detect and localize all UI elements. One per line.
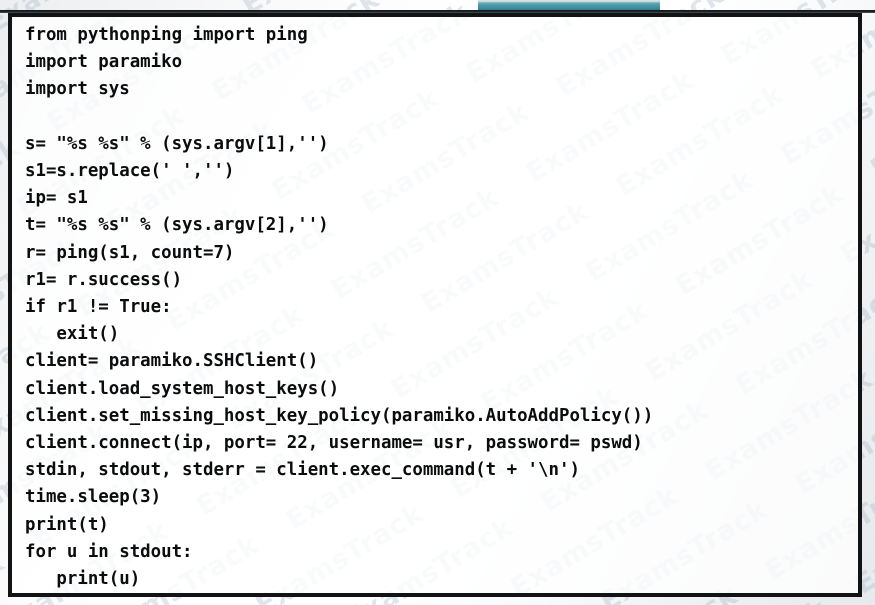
python-code-listing: from pythonping import ping import parami…: [25, 22, 654, 597]
code-line: for u in stdout:: [25, 541, 193, 562]
code-line: import paramiko: [25, 52, 183, 73]
code-line: client.set_missing_host_key_policy(param…: [25, 405, 654, 426]
code-line: print(t): [25, 514, 109, 535]
window-title-bar[interactable]: [478, 0, 660, 10]
code-line: from pythonping import ping: [25, 25, 308, 45]
code-line: r1= r.success(): [25, 269, 183, 290]
code-line: [25, 104, 653, 131]
code-line: print(u): [25, 569, 141, 590]
watermark-text: ExamsTrack: [865, 61, 875, 186]
window-chrome-strip: [0, 0, 875, 13]
code-line: client.load_system_host_keys(): [25, 378, 340, 399]
code-line: r= ping(s1, count=7): [25, 242, 235, 263]
code-line: s1=s.replace(' ',''): [25, 161, 235, 182]
code-line: exit(): [25, 324, 120, 345]
window-chrome-baseline: [0, 10, 875, 13]
code-line: time.sleep(3): [25, 487, 162, 508]
code-line: import sys: [25, 79, 130, 100]
code-line: if r1 != True:: [25, 297, 172, 318]
code-line: s= "%s %s" % (sys.argv[1],''): [25, 133, 329, 154]
code-line: client.connect(ip, port= 22, username= u…: [25, 433, 643, 454]
code-line: stdin, stdout, stderr = client.exec_comm…: [25, 460, 580, 481]
code-line: t= "%s %s" % (sys.argv[2],''): [25, 215, 329, 236]
code-line: client= paramiko.SSHClient(): [25, 351, 319, 372]
watermark-text: ExamsTrack: [310, 598, 488, 605]
code-line: ip= s1: [25, 188, 88, 209]
code-snippet-box: from pythonping import ping import parami…: [8, 13, 862, 597]
code-line: client.close(): [25, 593, 653, 597]
